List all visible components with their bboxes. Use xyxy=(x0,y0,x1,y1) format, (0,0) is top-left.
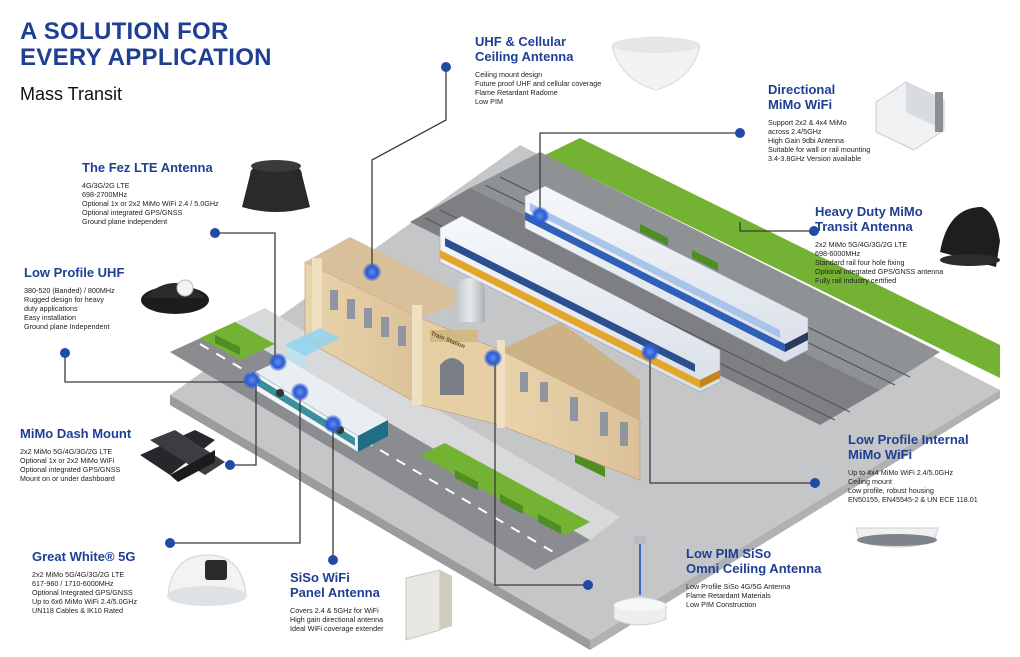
antenna-marker xyxy=(291,383,309,401)
page-subtitle: Mass Transit xyxy=(20,84,123,104)
feature-list: 2x2 MiMo 5G/4G/3G/2G LTE Optional 1x or … xyxy=(20,447,121,483)
product-siso-wifi-panel: SiSo WiFi Panel Antenna Covers 2.4 & 5GH… xyxy=(290,570,383,633)
shark-fin-antenna-icon xyxy=(940,207,1000,267)
panel-antenna-icon xyxy=(405,569,452,641)
feature-list: 2x2 MiMo 5G/4G/3G/2G LTE 698-6000MHz Sta… xyxy=(815,240,944,285)
great-white-antenna-icon xyxy=(167,554,247,606)
product-mimo-dash-mount: MiMo Dash Mount 2x2 MiMo 5G/4G/3G/2G LTE… xyxy=(20,426,131,483)
grass-plot xyxy=(420,443,590,535)
feature-list: 2x2 MiMo 5G/4G/3G/2G LTE 617-960 / 1710-… xyxy=(32,570,138,615)
product-uhf-cellular: UHF & Cellular Ceiling Antenna Ceiling m… xyxy=(475,34,601,106)
antenna-marker xyxy=(484,349,502,367)
product-title: Heavy Duty MiMo Transit Antenna xyxy=(815,204,923,234)
product-directional-mimo-wifi: Directional MiMo WiFi Support 2x2 & 4x4 … xyxy=(768,82,870,163)
connector-dot-heavy-duty[interactable] xyxy=(809,226,819,236)
feature-list: 380-520 (Banded) / 800MHz Rugged design … xyxy=(24,286,115,331)
product-title: UHF & Cellular Ceiling Antenna xyxy=(475,34,574,64)
antenna-marker xyxy=(363,263,381,281)
connector-dot-uhf-cellular[interactable] xyxy=(441,62,451,72)
connector-dot-low-profile-uhf[interactable] xyxy=(60,348,70,358)
feature-list: Ceiling mount design Future proof UHF an… xyxy=(475,70,602,106)
product-low-profile-uhf: Low Profile UHF 380-520 (Banded) / 800MH… xyxy=(24,265,124,331)
product-fez-lte: The Fez LTE Antenna 4G/3G/2G LTE 698-270… xyxy=(82,160,219,226)
train-station-building xyxy=(304,237,641,481)
connector-lines xyxy=(64,67,815,586)
feature-list: Support 2x2 & 4x4 MiMo across 2.4/5GHz H… xyxy=(768,118,871,163)
connector-dot-directional-mimo[interactable] xyxy=(735,128,745,138)
product-heavy-duty-mimo: Heavy Duty MiMo Transit Antenna 2x2 MiMo… xyxy=(815,204,943,285)
feature-list: 4G/3G/2G LTE 698-2700MHz Optional 1x or … xyxy=(82,181,219,226)
connector-dot-low-profile-internal[interactable] xyxy=(810,478,820,488)
page-title-line-2: EVERY APPLICATION xyxy=(20,44,272,71)
rail-bed xyxy=(410,188,880,425)
connector-dot-fez[interactable] xyxy=(210,228,220,238)
antenna-marker xyxy=(641,343,659,361)
ceiling-dome-antenna-icon xyxy=(611,36,701,91)
product-title: Low PIM SiSo Omni Ceiling Antenna xyxy=(686,546,822,576)
fez-antenna-icon xyxy=(242,160,310,212)
antenna-marker xyxy=(324,415,342,433)
product-title: The Fez LTE Antenna xyxy=(82,160,213,175)
dash-mount-antenna-icon xyxy=(140,430,225,482)
product-title: Directional MiMo WiFi xyxy=(768,82,836,112)
connector-dot-low-pim-omni[interactable] xyxy=(583,580,593,590)
antenna-marker xyxy=(269,353,287,371)
connector-dot-dash-mount[interactable] xyxy=(225,460,235,470)
feature-list: Low Profile SiSo 4G/5G Antenna Flame Ret… xyxy=(686,582,791,609)
grass-strip xyxy=(545,138,1000,378)
connector-dot-siso-panel[interactable] xyxy=(328,555,338,565)
train-back xyxy=(524,185,809,363)
omni-ceiling-antenna-icon xyxy=(613,536,667,626)
page-title-line-1: A SOLUTION FOR xyxy=(20,18,229,45)
product-title: Low Profile Internal MiMo WiFi xyxy=(848,432,969,462)
product-low-profile-internal-mimo: Low Profile Internal MiMo WiFi Up to 4x4… xyxy=(848,432,978,504)
product-title: SiSo WiFi Panel Antenna xyxy=(290,570,380,600)
flat-ceiling-antenna-icon xyxy=(855,527,939,548)
product-low-pim-omni: Low PIM SiSo Omni Ceiling Antenna Low Pr… xyxy=(686,546,821,609)
connector-dot-great-white[interactable] xyxy=(165,538,175,548)
antenna-marker xyxy=(243,371,261,389)
feature-list: Up to 4x4 MiMo WiFi 2.4/5.0GHz Ceiling m… xyxy=(848,468,978,504)
product-title: Great White® 5G xyxy=(32,549,136,564)
product-title: Low Profile UHF xyxy=(24,265,125,280)
antenna-marker xyxy=(531,207,549,225)
feature-list: Covers 2.4 & 5GHz for WiFi High gain dir… xyxy=(290,606,384,633)
low-profile-dome-antenna-icon xyxy=(141,279,209,314)
product-great-white-5g: Great White® 5G 2x2 MiMo 5G/4G/3G/2G LTE… xyxy=(32,549,137,615)
product-title: MiMo Dash Mount xyxy=(20,426,132,441)
directional-panel-antenna-icon xyxy=(875,81,945,151)
